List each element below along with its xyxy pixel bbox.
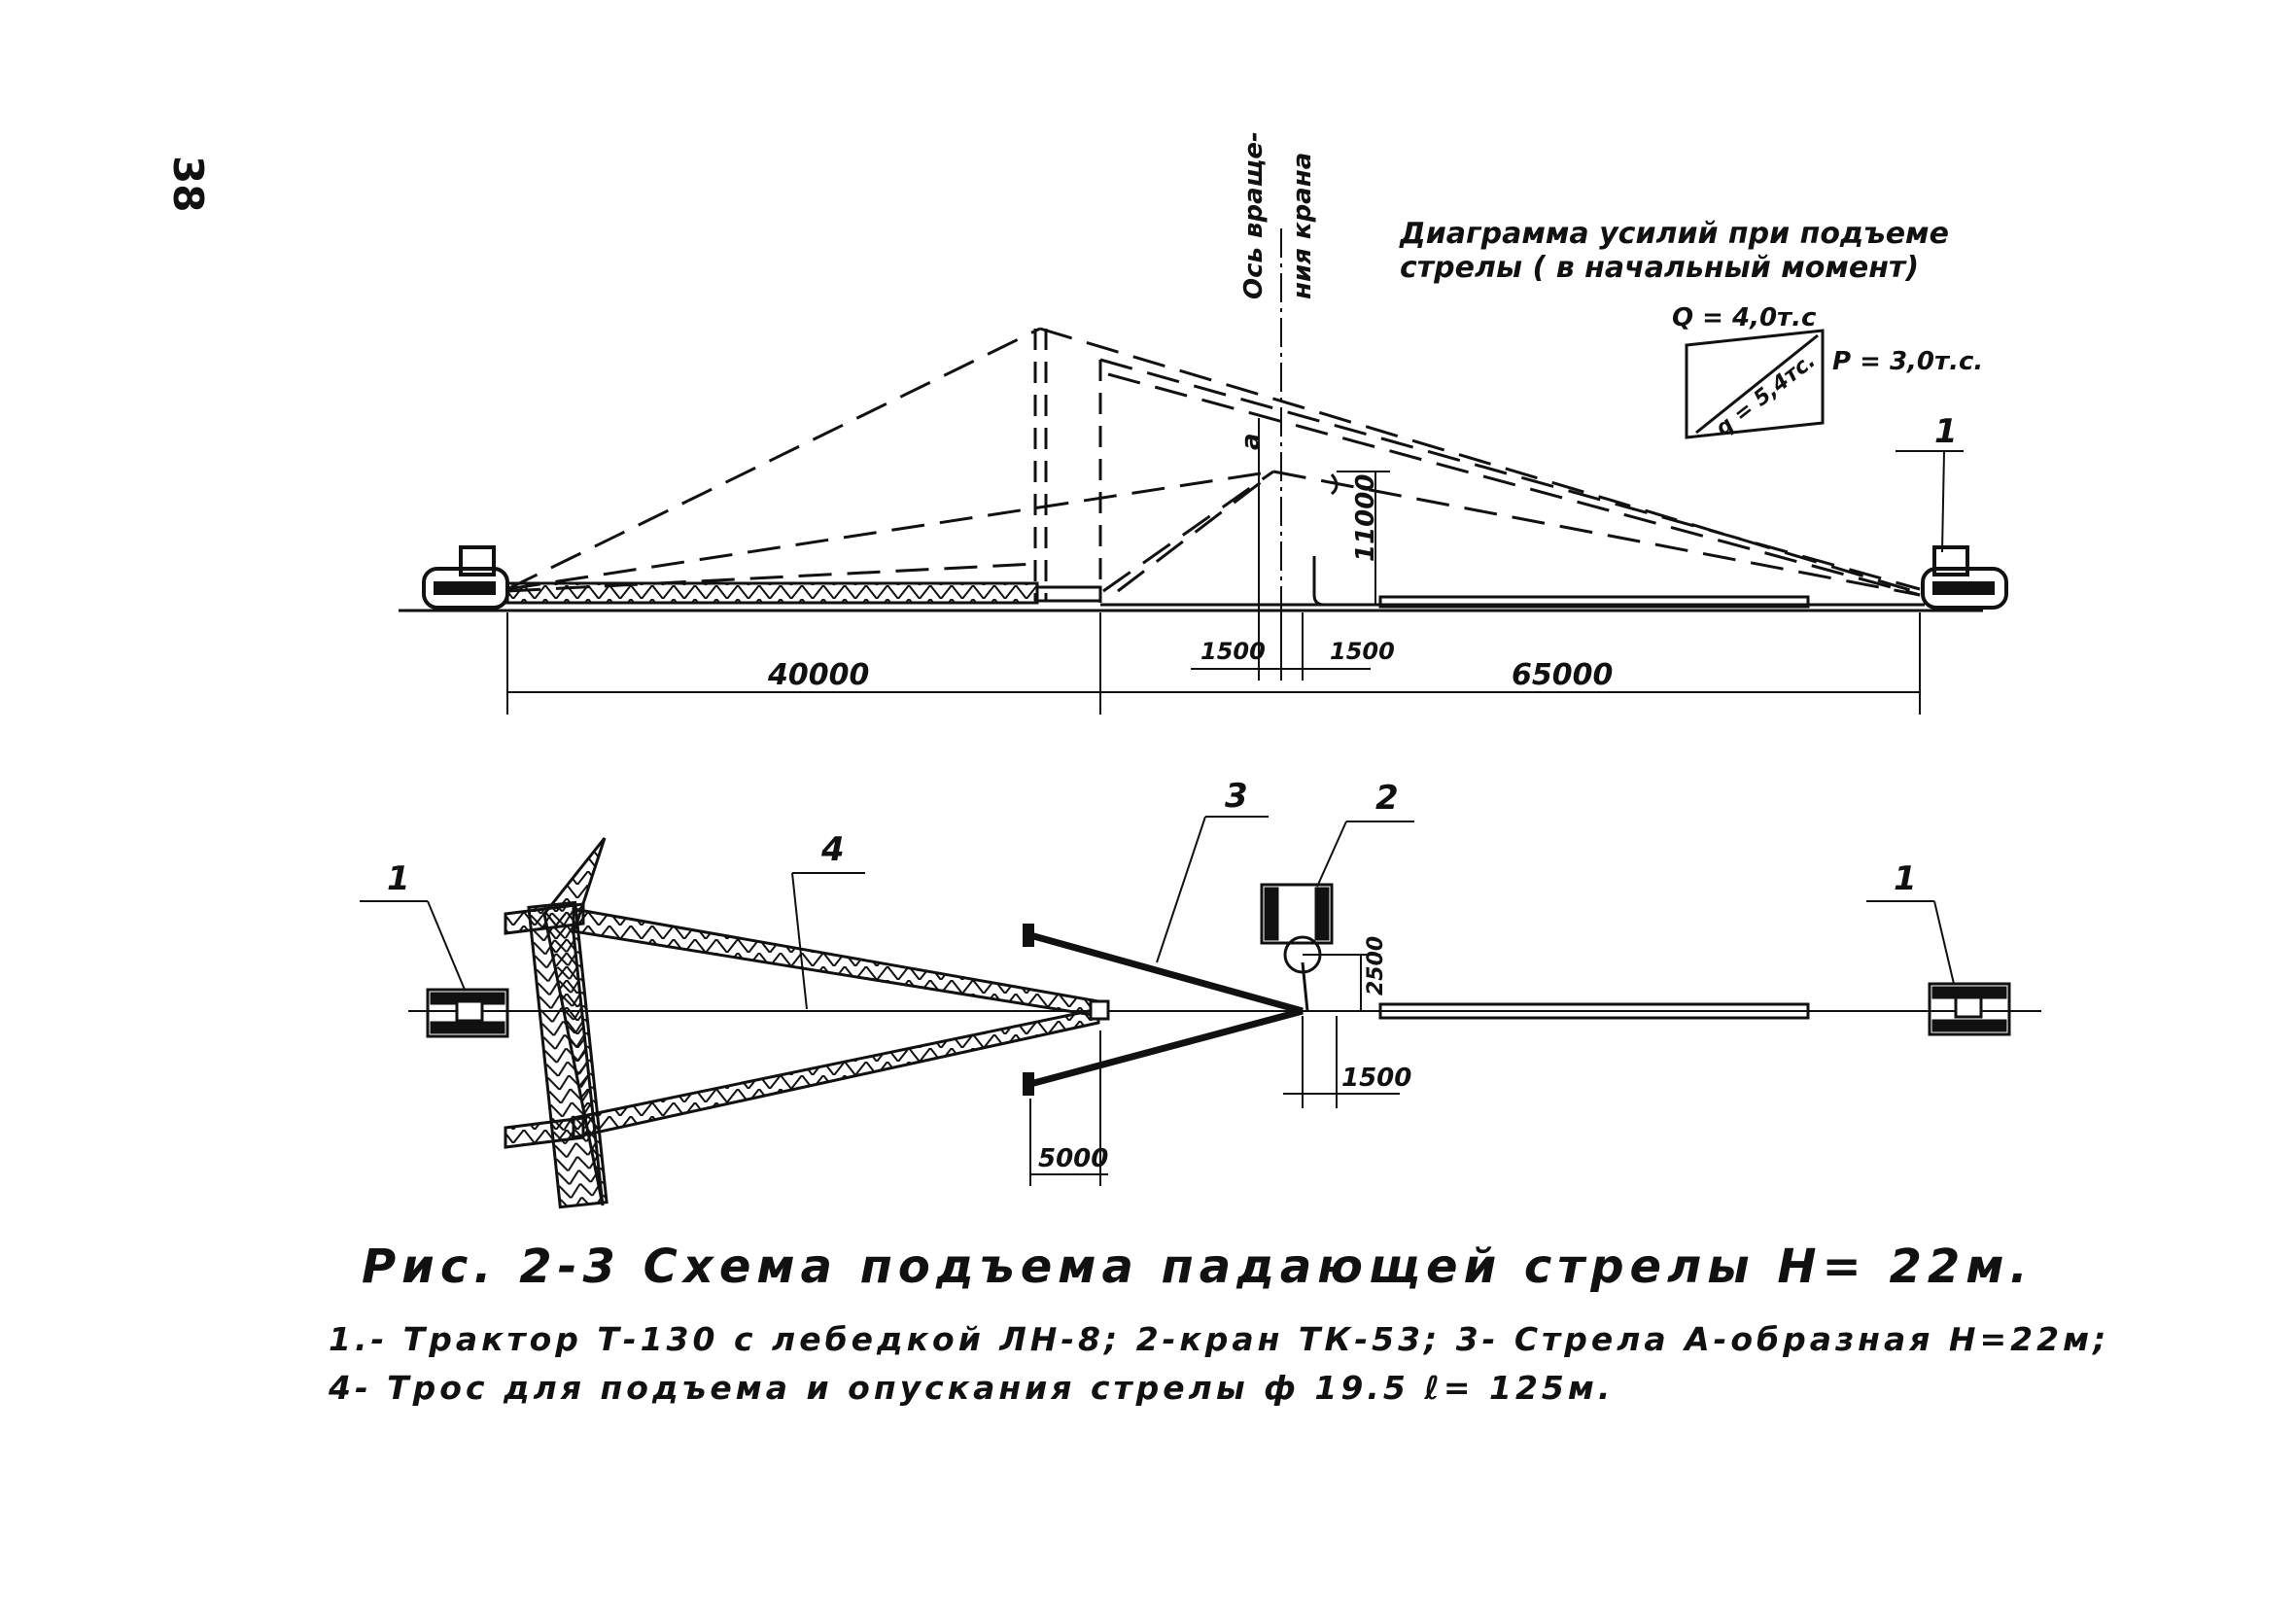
a-frame-struts bbox=[1029, 931, 1304, 1088]
dim-1500-plan: 1500 bbox=[1341, 1064, 1411, 1093]
plan-view: 2500 1500 5000 1 4 3 2 1 bbox=[360, 777, 2041, 1209]
dim-2500: 2500 bbox=[1364, 936, 1388, 996]
force-q: q = 5,4тс. bbox=[1712, 349, 1821, 441]
callout-1-elevation bbox=[1896, 450, 1964, 553]
legend-line-1: 1.- Трактор Т-130 с лебедкой ЛН-8; 2-кра… bbox=[329, 1320, 2110, 1358]
dim-5000: 5000 bbox=[1038, 1144, 1108, 1173]
dim-lines-elevation bbox=[506, 612, 1921, 715]
callout-2: 2 bbox=[1375, 779, 1399, 818]
right-boom-bar bbox=[1378, 595, 1810, 609]
force-parallelogram bbox=[1685, 329, 1825, 439]
dim-height bbox=[1337, 471, 1390, 605]
force-Q: Q = 4,0т.с bbox=[1672, 303, 1817, 332]
a-frame-boom bbox=[504, 837, 1110, 1209]
figure-caption: Рис. 2-3 Схема подъема падающей стрелы Н… bbox=[362, 1240, 2034, 1294]
callout-4: 4 bbox=[820, 830, 845, 869]
elevation-view: а Ось враще- ния крана 11000 40000 65000… bbox=[399, 131, 2008, 715]
callout-1-elevation-label: 1 bbox=[1934, 412, 1958, 451]
callout-1-right: 1 bbox=[1894, 859, 1917, 898]
axis-label-1: Ось враще- bbox=[1239, 131, 1269, 299]
legend-line-2: 4- Трос для подъема и опускания стрелы ф… bbox=[329, 1369, 1615, 1407]
mast-dashed bbox=[1033, 329, 1102, 603]
crane-hook bbox=[1312, 473, 1339, 607]
boom-lying bbox=[505, 581, 1102, 605]
tractor-right bbox=[1921, 545, 2008, 610]
cables-dashed bbox=[506, 327, 1921, 597]
strut-ends bbox=[1023, 924, 1034, 1096]
axis-label-2: ния крана bbox=[1288, 153, 1317, 299]
dim-1500-right: 1500 bbox=[1330, 638, 1395, 665]
dim-height-label: 11000 bbox=[1351, 474, 1380, 562]
tractor-left bbox=[422, 545, 509, 610]
axis-marker: а bbox=[1236, 433, 1266, 450]
dim-40000: 40000 bbox=[767, 658, 869, 692]
force-diagram-title-2: стрелы ( в начальный момент) bbox=[1400, 251, 1919, 285]
dim-65000: 65000 bbox=[1512, 658, 1613, 692]
callout-lines-plan bbox=[360, 816, 1955, 1010]
boom-head-bar bbox=[1378, 1002, 1810, 1020]
callout-3: 3 bbox=[1225, 777, 1248, 816]
dim-lines-plan bbox=[1029, 954, 1400, 1186]
callout-1-left: 1 bbox=[387, 859, 410, 898]
crane-plan bbox=[1260, 883, 1334, 1012]
force-P: P = 3,0т.с. bbox=[1832, 347, 1983, 376]
force-diagram-title-1: Диаграмма усилий при подъеме bbox=[1399, 217, 1949, 251]
dim-1500-left: 1500 bbox=[1200, 638, 1266, 665]
tractor-plan-left bbox=[426, 988, 509, 1038]
tractor-plan-right bbox=[1928, 982, 2011, 1036]
